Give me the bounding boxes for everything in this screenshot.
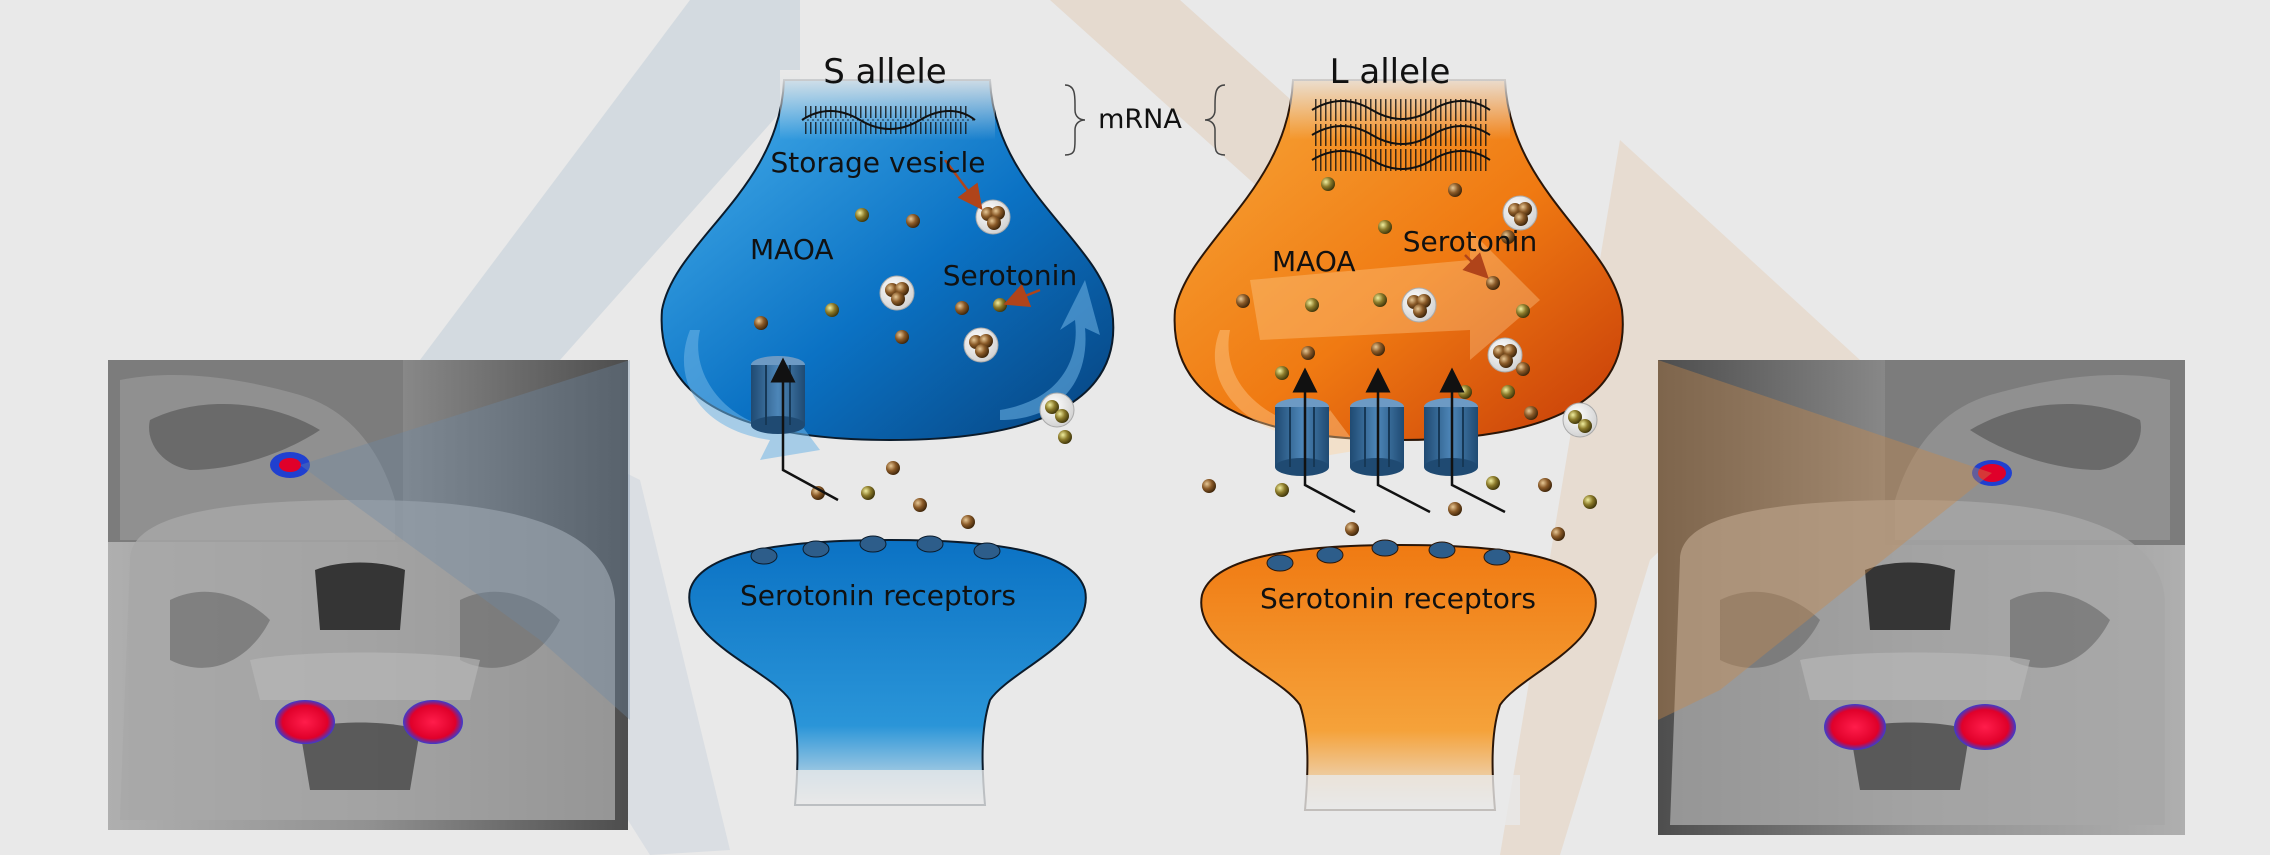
receptor-icon (750, 547, 778, 565)
l-allele-serotonin-label: Serotonin (1403, 225, 1537, 258)
receptor-icon (916, 535, 944, 553)
s-allele-serotonin-receptors (750, 535, 1001, 565)
storage-vesicle-icon (879, 275, 915, 311)
storage-vesicle-icon (963, 327, 999, 363)
right-amygdala-left-icon (1824, 704, 1886, 750)
s-allele-maoa-label: MAOA (750, 233, 834, 266)
s-allele-serotonin-label: Serotonin (943, 259, 1077, 292)
s-allele-storage-vesicles (879, 199, 1075, 428)
mrna-bracket (1064, 84, 1226, 156)
receptor-icon (1266, 554, 1294, 572)
s-allele-serotonin-molecules (754, 208, 1072, 529)
receptor-icon (859, 535, 887, 553)
storage-vesicle-icon (1487, 337, 1523, 373)
receptor-icon (1316, 546, 1344, 564)
l-allele-serotonin-receptors (1266, 539, 1511, 572)
receptor-icon (1483, 548, 1511, 566)
left-amygdala-left-icon (275, 700, 335, 744)
s-allele-serotonin-transporters (751, 356, 839, 502)
l-allele-mrna-strands (1311, 99, 1491, 171)
storage-vesicle-label: Storage vesicle (770, 146, 985, 179)
storage-vesicle-icon (1039, 392, 1075, 428)
serotonin-transporter-icon (1275, 398, 1329, 476)
l-allele-postsynaptic-terminal (1200, 543, 1597, 825)
right-amygdala-right-icon (1954, 704, 2016, 750)
l-allele-storage-vesicles (1401, 195, 1598, 438)
s-allele-title: S allele (823, 52, 946, 92)
left-brain-mri (108, 360, 630, 830)
l-allele-receptors-label: Serotonin receptors (1260, 582, 1536, 615)
l-allele-serotonin-transporters (1275, 367, 1506, 514)
storage-vesicle-icon (1401, 287, 1437, 323)
mrna-label: mRNA (1098, 104, 1182, 135)
storage-vesicle-icon (1562, 402, 1598, 438)
receptor-icon (802, 540, 830, 558)
l-allele-maoa-label: MAOA (1272, 245, 1356, 278)
serotonin-transporter-icon (751, 356, 805, 434)
storage-vesicle-icon (975, 199, 1011, 235)
s-allele-postsynaptic-terminal (688, 538, 1087, 820)
receptor-icon (973, 542, 1001, 560)
receptor-icon (1371, 539, 1399, 557)
s-allele-receptors-label: Serotonin receptors (740, 579, 1016, 612)
l-allele-serotonin-molecules (1202, 177, 1597, 562)
right-brain-mri (1658, 360, 2185, 835)
s-allele-mrna-strand (801, 106, 976, 134)
storage-vesicle-icon (1502, 195, 1538, 231)
l-allele-title: L allele (1330, 52, 1451, 92)
label-pointer-arrows (944, 159, 1489, 307)
left-amygdala-right-icon (403, 700, 463, 744)
receptor-icon (1428, 541, 1456, 559)
